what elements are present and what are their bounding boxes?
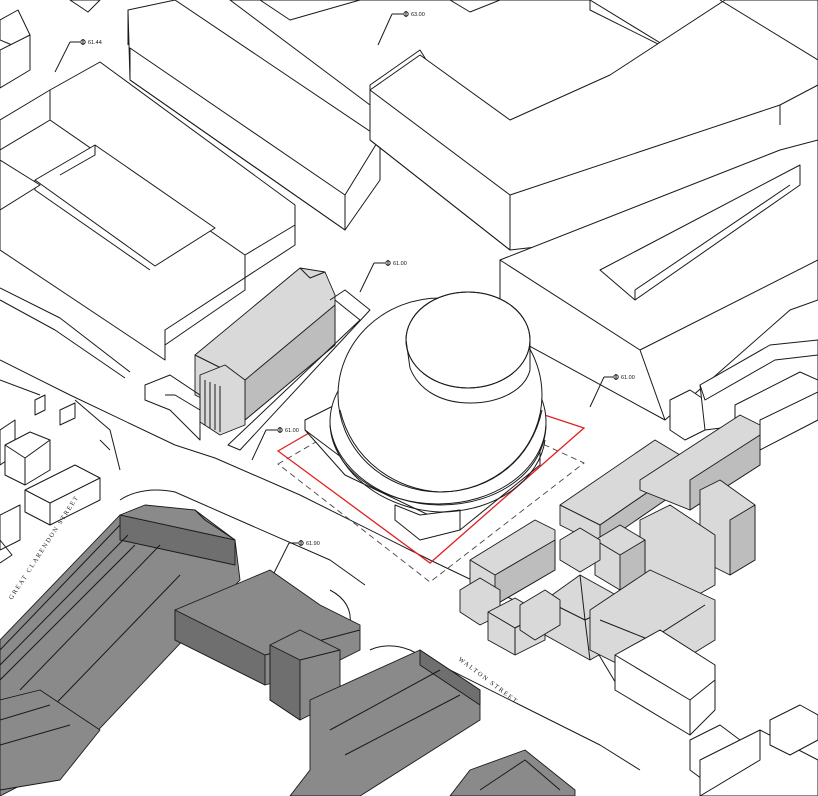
level-marker-3: 61.00 bbox=[359, 260, 407, 293]
level-marker-5: 61.00 bbox=[251, 427, 299, 461]
level-marker-4: 61.00 bbox=[589, 374, 635, 408]
level-marker-1: 61.44 bbox=[54, 39, 102, 73]
listed-buildings-dark bbox=[0, 504, 576, 796]
context-buildings-white bbox=[0, 0, 818, 451]
level-marker-2: 63.00 bbox=[377, 11, 425, 46]
level-marker-2-label: 63.00 bbox=[411, 12, 425, 18]
level-marker-1-label: 61.44 bbox=[88, 40, 102, 46]
level-marker-4-label: 61.00 bbox=[621, 375, 635, 381]
road-edges bbox=[0, 287, 641, 771]
level-markers: 61.44 63.00 61.00 61.00 bbox=[54, 11, 635, 574]
level-marker-5-label: 61.00 bbox=[285, 428, 299, 434]
context-buildings-left bbox=[0, 394, 111, 564]
level-marker-6-label: 61.90 bbox=[306, 541, 320, 547]
level-marker-6: 61.90 bbox=[273, 540, 320, 574]
existing-buildings-light bbox=[144, 267, 818, 796]
proposed-rotunda bbox=[304, 291, 547, 541]
level-marker-3-label: 61.00 bbox=[393, 261, 407, 267]
